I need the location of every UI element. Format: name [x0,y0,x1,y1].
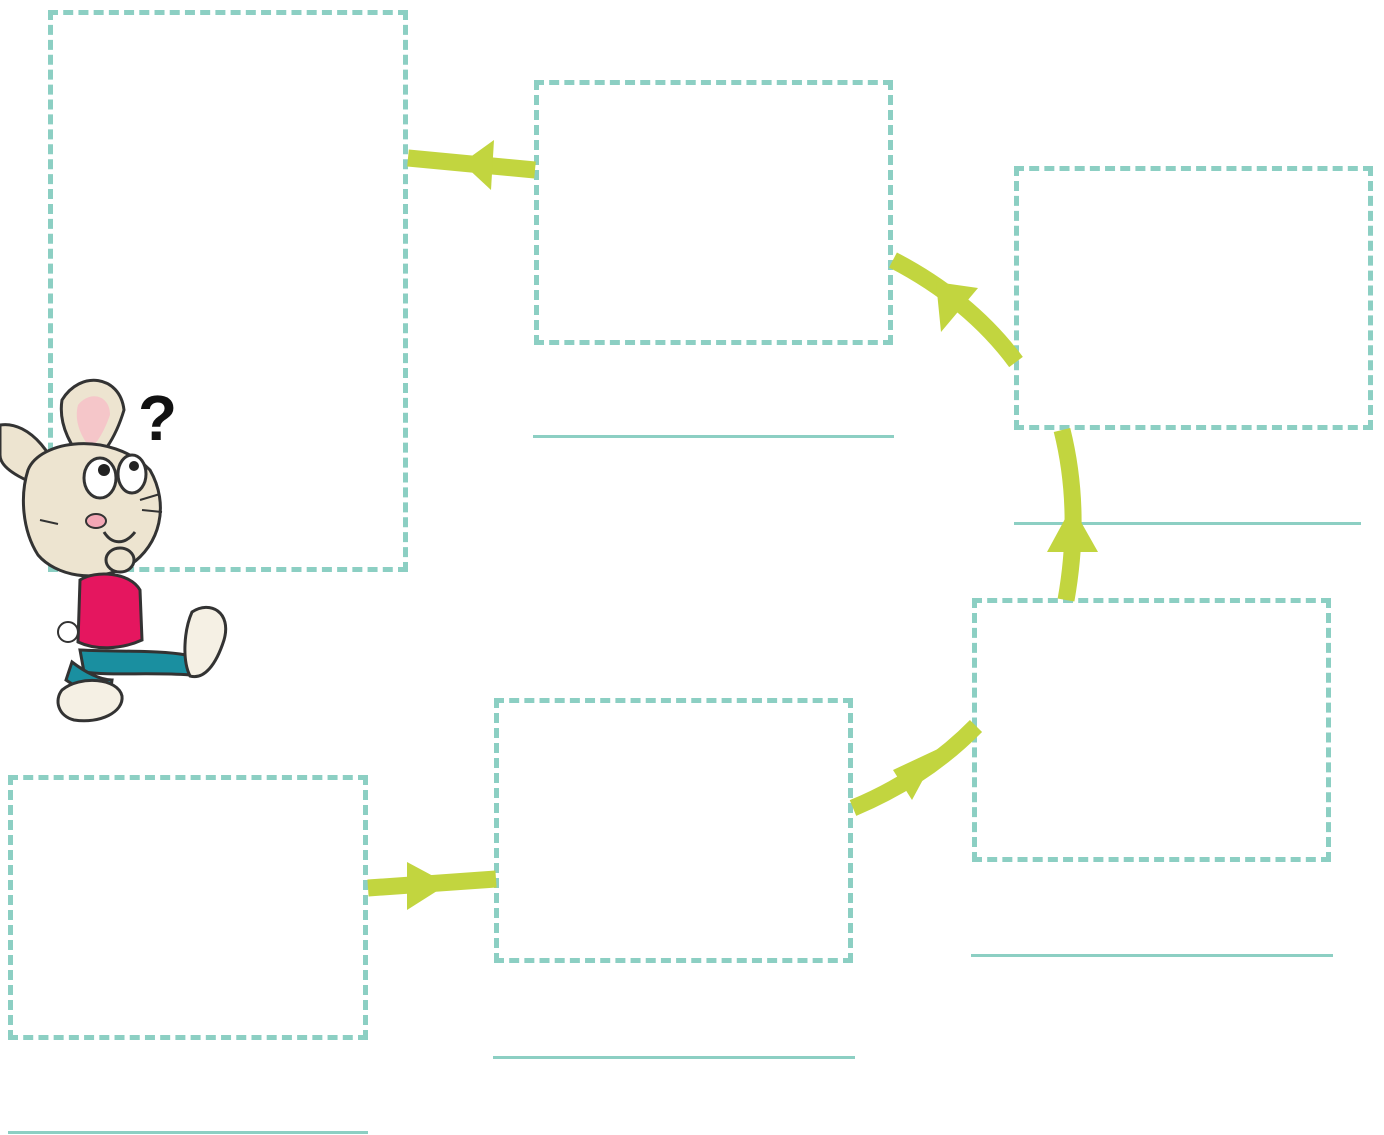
arrow-bottom-left-to-bottom-middle [368,862,496,910]
question-mark: ? [138,382,177,454]
arrow-bottom-right-to-top-right [1047,430,1098,600]
bunny-mascot-icon: ? [0,370,240,730]
arrow-top-right-to-top-middle [893,260,1016,362]
arrow-bottom-middle-to-bottom-right [853,726,976,808]
arrow-top-middle-to-top-left [408,140,535,190]
